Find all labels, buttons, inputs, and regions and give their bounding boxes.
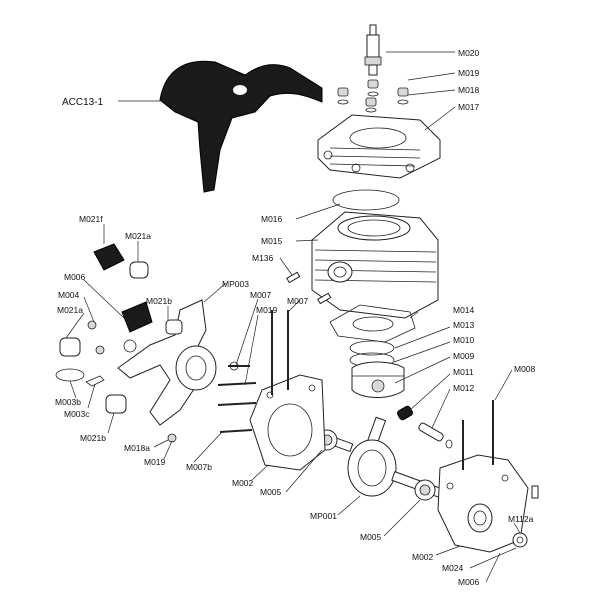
label-m136: M136 xyxy=(252,253,274,263)
label-m005-right: M005 xyxy=(360,532,382,542)
label-m015: M015 xyxy=(261,236,283,246)
engine-mount-part xyxy=(117,299,217,426)
heat-shield-part xyxy=(159,60,323,193)
washer-mid-part xyxy=(229,361,239,371)
callout-labels: ACC13-1 M020 M019 M018 M017 M016 M015 M1… xyxy=(55,48,536,587)
spark-plug-part xyxy=(364,24,382,76)
label-m006-right: M006 xyxy=(458,577,480,587)
piston-part xyxy=(351,361,405,398)
bolts-part xyxy=(217,365,257,433)
label-m019-mid: M019 xyxy=(256,305,278,315)
label-m021a-top: M021a xyxy=(125,231,151,241)
rubber-mounts-part xyxy=(59,243,183,443)
label-m010: M010 xyxy=(453,335,475,345)
crankcase-left-part xyxy=(249,374,326,471)
label-m002-left: M002 xyxy=(232,478,254,488)
label-m021b-bottom: M021b xyxy=(80,433,106,443)
cylinder-part xyxy=(311,211,439,319)
label-m003c: M003c xyxy=(64,409,90,419)
studs-right-part xyxy=(462,400,494,470)
clamp-ring-part xyxy=(55,368,105,387)
label-m011: M011 xyxy=(453,367,474,377)
label-m024: M024 xyxy=(442,563,464,573)
label-m003b: M003b xyxy=(55,397,81,407)
label-m007b: M007b xyxy=(186,462,212,472)
label-m007-mid: M007 xyxy=(287,296,309,306)
cylinder-head-part xyxy=(317,114,441,179)
label-m012: M012 xyxy=(453,383,475,393)
small-fitting-part xyxy=(531,485,539,499)
label-m014: M014 xyxy=(453,305,475,315)
label-m021f: M021f xyxy=(79,214,103,224)
label-m112a: M112a xyxy=(508,514,534,524)
label-m006-left: M006 xyxy=(64,272,86,282)
label-m005-left: M005 xyxy=(260,487,282,497)
label-m008: M008 xyxy=(514,364,536,374)
needle-bearing-part xyxy=(397,405,413,421)
studs-left-part xyxy=(271,310,289,395)
leader-lines xyxy=(65,51,521,583)
bearing-right-part xyxy=(414,479,436,501)
label-m019-top: M019 xyxy=(458,68,480,78)
label-m021a-left: M021a xyxy=(57,305,83,315)
label-m017: M017 xyxy=(458,102,480,112)
label-m018-top: M018 xyxy=(458,85,480,95)
head-nuts-part xyxy=(337,79,409,113)
label-m007-top: M007 xyxy=(250,290,272,300)
label-m020: M020 xyxy=(458,48,480,58)
label-m016: M016 xyxy=(261,214,283,224)
label-acc13-1: ACC13-1 xyxy=(62,97,104,108)
base-gasket-part xyxy=(329,304,416,343)
label-m002-right: M002 xyxy=(412,552,434,562)
label-m018a: M018a xyxy=(124,443,150,453)
label-m013: M013 xyxy=(453,320,475,330)
piston-pin-part xyxy=(418,422,453,449)
label-m019-bottom: M019 xyxy=(144,457,166,467)
dowel-pins-part xyxy=(286,271,332,305)
label-m021b-top: M021b xyxy=(146,296,172,306)
piston-ring-1-part xyxy=(349,340,395,356)
label-mp003: MP003 xyxy=(222,279,249,289)
head-gasket-part xyxy=(332,189,400,211)
label-mp001: MP001 xyxy=(310,511,337,521)
label-m009: M009 xyxy=(453,351,475,361)
label-m004: M004 xyxy=(58,290,80,300)
oil-seal-part xyxy=(512,532,528,548)
